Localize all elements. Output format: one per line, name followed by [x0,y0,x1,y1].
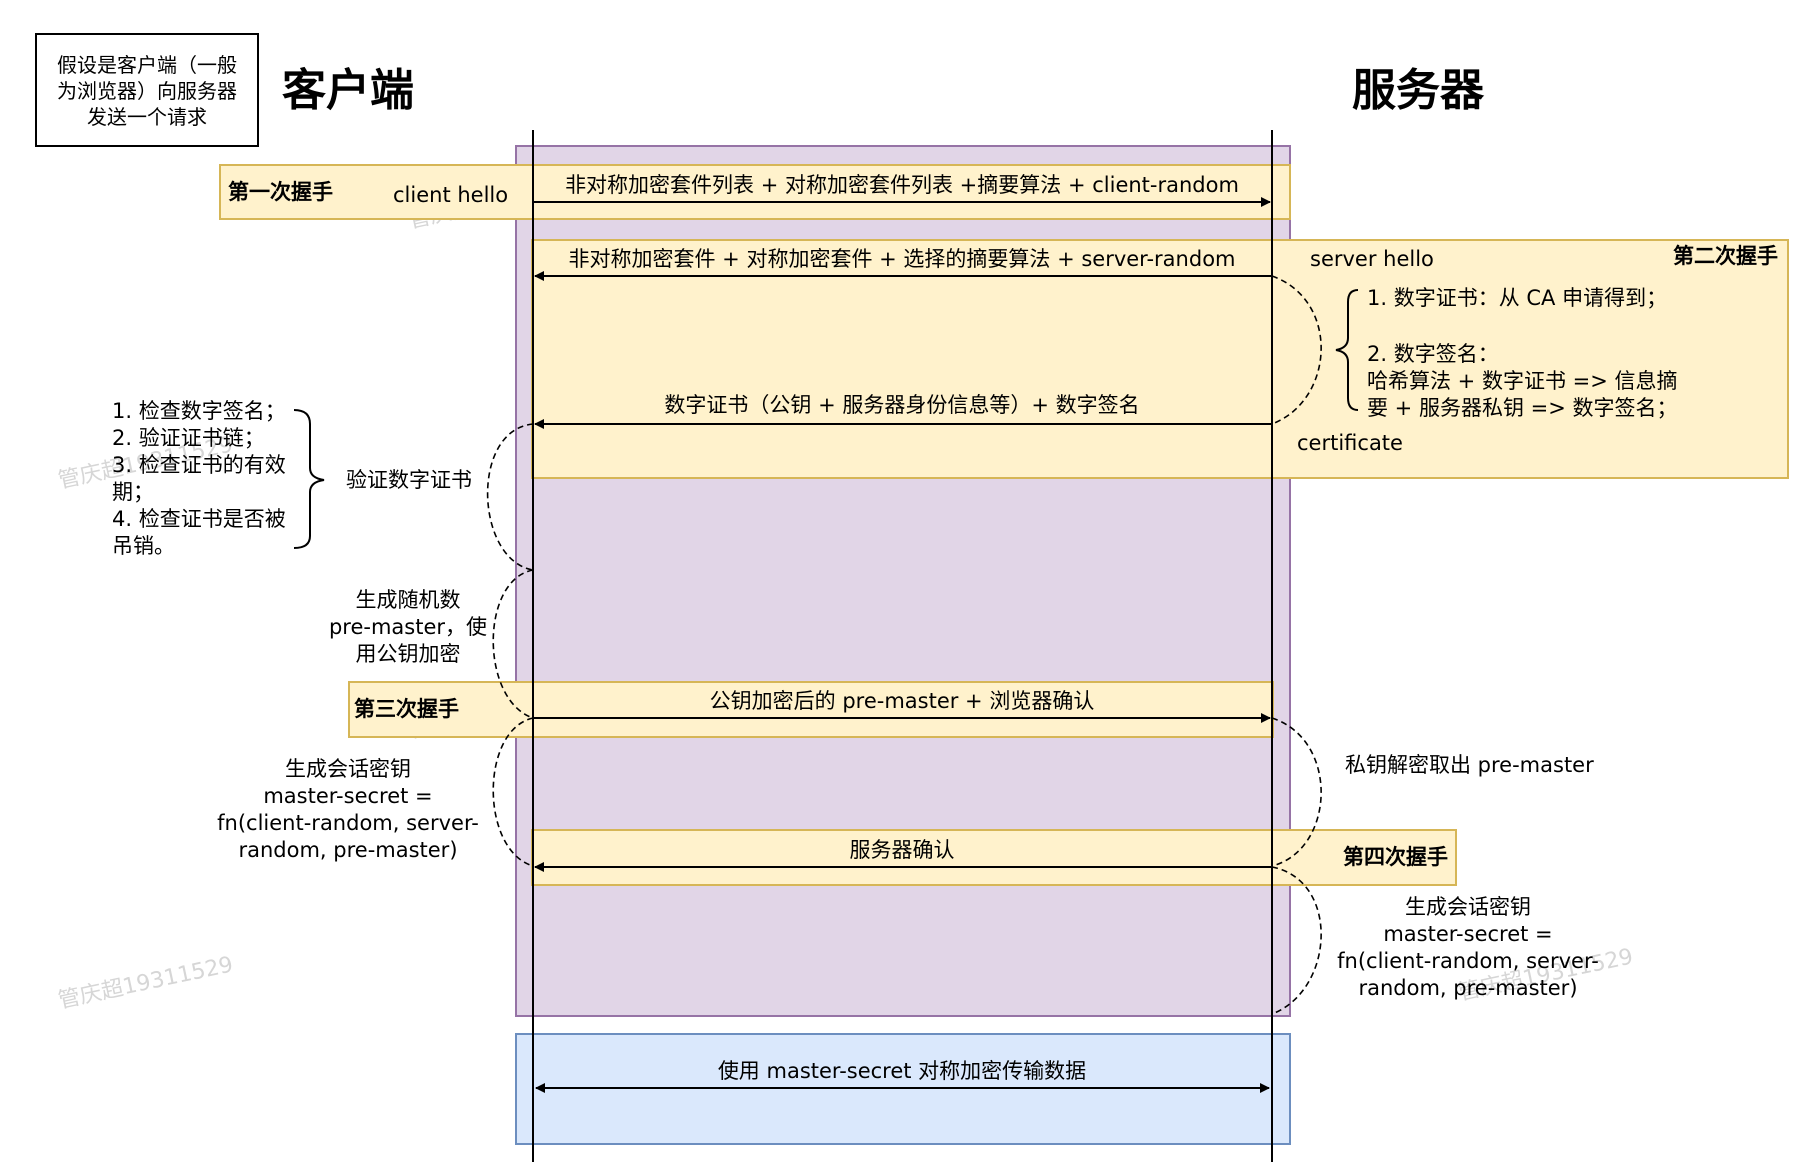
third-handshake-label: 第三次握手 [354,697,459,721]
client-session-key-line: random, pre-master) [238,838,457,862]
server-confirm-message: 服务器确认 [850,838,955,862]
third-handshake-band [348,681,1274,738]
certificate-label: certificate [1297,431,1403,455]
first-handshake-label: 第一次握手 [228,180,333,204]
cert-step-line: 要 + 服务器私钥 => 数字签名； [1367,396,1678,420]
verify-step-line: 1. 检查数字签名； [112,399,286,423]
watermark: 管庆超19311529 [56,952,235,1013]
server-process-curve [1271,275,1322,425]
client-hello-label: client hello [393,183,508,207]
decrypt-curve [1271,717,1322,867]
verify-step-line: 4. 检查证书是否被 [112,507,286,531]
cert-notes-brace [1335,289,1359,411]
verify-notes-brace [293,409,325,549]
server-session-key-line: fn(client-random, server- [1337,949,1599,973]
server-session-key-line: random, pre-master) [1358,976,1577,1000]
note-box [35,33,259,147]
pre-master-note-line: 用公钥加密 [356,642,461,666]
note-line: 为浏览器）向服务器 [57,79,237,103]
client-session-key-line: fn(client-random, server- [217,811,479,835]
cert-step-line: 1. 数字证书：从 CA 申请得到； [1367,286,1667,310]
cert-step-line: 2. 数字签名： [1367,342,1499,366]
note-line: 假设是客户端（一般 [57,53,237,77]
server-session-key-curve [1271,866,1322,1015]
pre-master-note-line: 生成随机数 [356,588,461,612]
fourth-handshake-band [531,829,1457,886]
client-session-key-line: master-secret = [263,784,432,808]
first-handshake-band [219,164,1291,220]
verify-step-line: 3. 检查证书的有效 [112,453,286,477]
server-session-key-line: master-secret = [1383,922,1552,946]
verify-step-line: 2. 验证证书链； [112,426,265,450]
client-title: 客户端 [282,65,414,116]
certificate-message: 数字证书（公钥 + 服务器身份信息等）+ 数字签名 [664,393,1139,417]
second-handshake-band [531,239,1789,479]
verify-step-line: 吊销。 [112,534,175,558]
server-title: 服务器 [1352,65,1485,116]
server-hello-label: server hello [1310,247,1434,271]
decrypt-note: 私钥解密取出 pre-master [1345,753,1594,777]
verify-curve [486,423,534,571]
verify-certificate-label: 验证数字证书 [346,468,472,492]
fourth-handshake-label: 第四次握手 [1343,845,1448,869]
server-session-key-line: 生成会话密钥 [1405,895,1531,919]
pre-master-message: 公钥加密后的 pre-master + 浏览器确认 [710,689,1095,713]
second-handshake-label: 第二次握手 [1673,244,1778,268]
note-line: 发送一个请求 [87,105,207,129]
pre-master-note-line: pre-master，使 [329,615,487,639]
data-transfer-message: 使用 master-secret 对称加密传输数据 [718,1059,1086,1083]
cert-step-line: 哈希算法 + 数字证书 => 信息摘 [1367,369,1678,393]
client-session-key-line: 生成会话密钥 [285,757,411,781]
server-hello-message: 非对称加密套件 + 对称加密套件 + 选择的摘要算法 + server-rand… [569,247,1236,271]
verify-step-line: 期； [112,480,154,504]
client-hello-message: 非对称加密套件列表 + 对称加密套件列表 +摘要算法 + client-rand… [565,173,1239,197]
